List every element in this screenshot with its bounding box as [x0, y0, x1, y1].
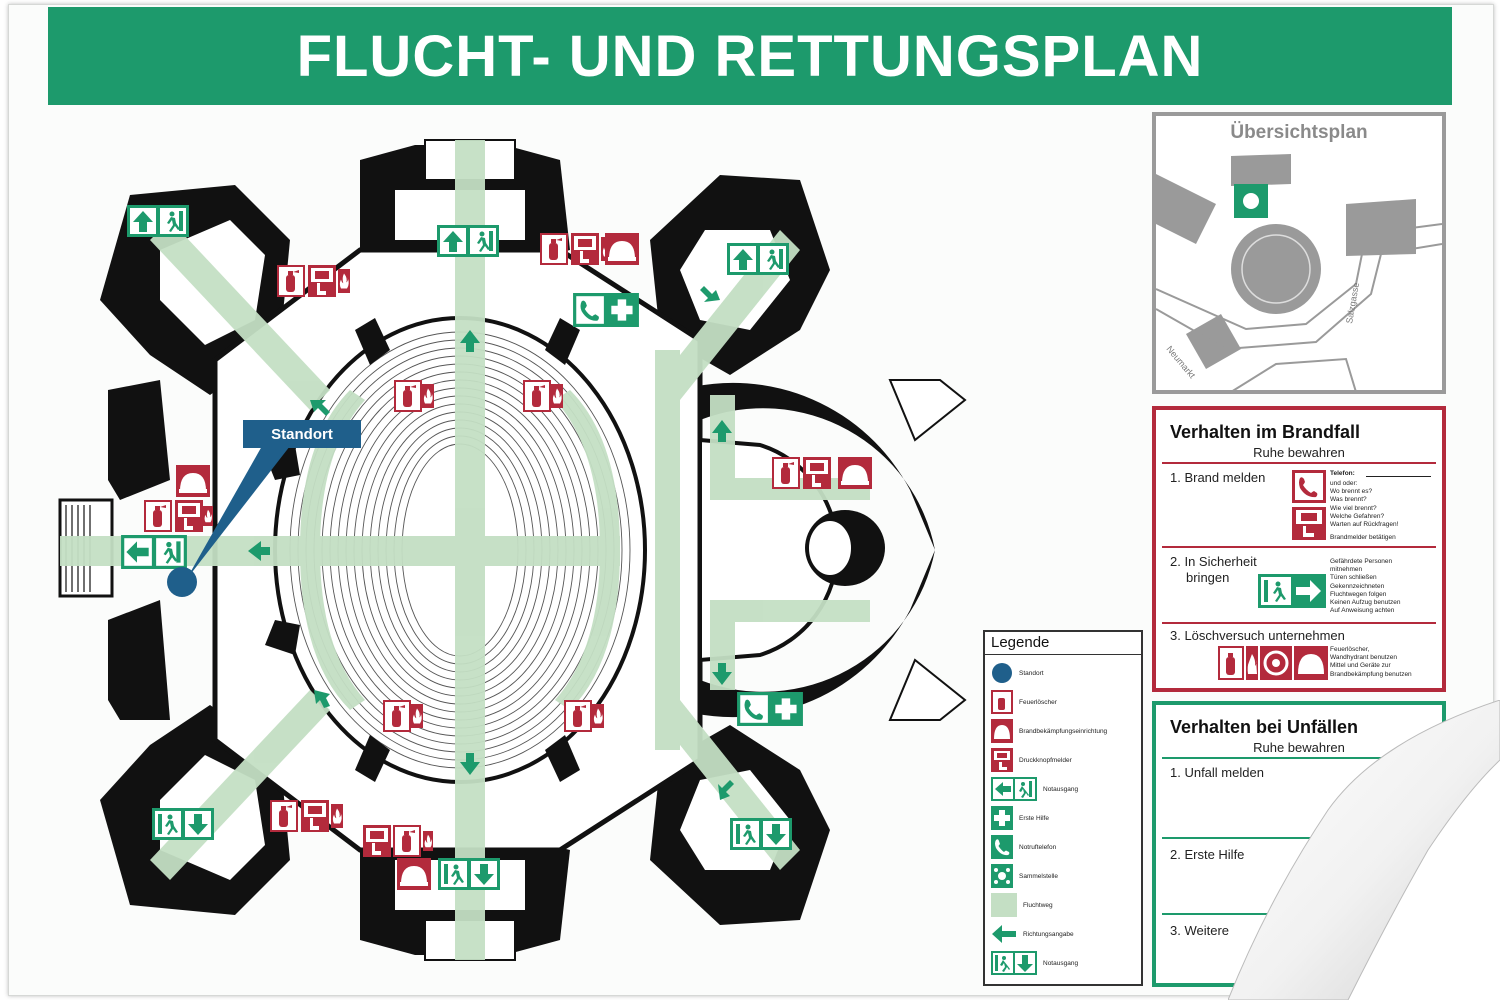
floor-plan — [58, 139, 967, 961]
exit-sign-icon — [727, 243, 789, 275]
legend-item: Erste Hilfe — [991, 806, 1049, 830]
fire-extinguisher-icon — [991, 690, 1013, 714]
fire-step-2a: 2. In Sicherheit — [1170, 554, 1257, 569]
street-salzgasse: Salzgasse — [1344, 282, 1361, 325]
first-aid-sign-icon — [737, 692, 803, 726]
accident-step-2: 2. Erste Hilfe — [1170, 847, 1245, 862]
fire-step-2b: bringen — [1186, 570, 1230, 585]
fire-title: Verhalten im Brandfall — [1170, 422, 1361, 442]
accident-step-3: 3. Weitere — [1170, 923, 1230, 938]
legend-item: Brandbekämpfungseinrichtung — [991, 719, 1107, 743]
street-neumarkt: Neumarkt — [1164, 344, 1197, 381]
fire-report-icons — [1292, 470, 1326, 540]
overview-title: Übersichtsplan — [1230, 122, 1368, 143]
extinguish-icons — [1218, 646, 1328, 680]
emergency-exit-icon — [991, 777, 1037, 801]
first-aid-sign-icon — [573, 293, 639, 327]
fire-subtitle: Ruhe bewahren — [1253, 445, 1345, 460]
exit-sign-icon — [121, 535, 187, 569]
exit-sign-icon — [730, 818, 792, 850]
standort-marker — [167, 567, 197, 597]
emergency-exit-down-icon — [991, 951, 1037, 975]
exit-sign-icon — [437, 225, 499, 257]
exit-sign-right-icon — [1258, 574, 1326, 608]
firefighting-equipment-icon — [991, 719, 1013, 743]
first-aid-icon — [991, 806, 1013, 830]
escape-route-icon — [991, 893, 1017, 917]
plan-title: FLUCHT- UND RETTUNGSPLAN — [296, 23, 1204, 89]
overview-map: Salzgasse Neumarkt — [1156, 154, 1442, 392]
emergency-phone-icon — [991, 835, 1013, 859]
accident-subtitle: Ruhe bewahren — [1253, 740, 1345, 755]
legend-panel: Legende Standort Feuerlöscher Brandbekäm… — [983, 630, 1143, 986]
accident-step-1: 1. Unfall melden — [1170, 765, 1264, 780]
fire-step-1: 1. Brand melden — [1170, 470, 1266, 485]
standort-icon — [992, 663, 1012, 683]
legend-item: Feuerlöscher — [991, 690, 1057, 714]
fire-step-3: 3. Löschversuch unternehmen — [1170, 628, 1345, 643]
page-curl — [1228, 700, 1500, 1000]
exit-sign-icon — [127, 205, 189, 237]
exit-sign-icon — [152, 808, 214, 840]
direction-arrow-icon — [992, 925, 1016, 943]
assembly-point-icon — [991, 864, 1013, 888]
fire-alarm-button-icon — [991, 748, 1013, 772]
legend-item: Richtungsangabe — [991, 922, 1074, 946]
legend-item: Notausgang — [991, 777, 1078, 801]
exit-sign-icon — [438, 858, 500, 890]
legend-item: Notausgang — [991, 951, 1078, 975]
legend-item: Standort — [991, 661, 1044, 685]
alarm-note: Brandmelder betätigen — [1330, 534, 1396, 541]
legend-item: Notruftelefon — [991, 835, 1056, 859]
title-bar: FLUCHT- UND RETTUNGSPLAN — [48, 7, 1452, 105]
legend-title: Legende — [991, 634, 1050, 651]
fire-notes-1: und oder:Wo brennt es?Was brennt?Wie vie… — [1330, 480, 1399, 529]
overview-panel: Übersichtsplan Salzgasse Neumarkt — [1152, 112, 1446, 394]
legend-item: Sammelstelle — [991, 864, 1058, 888]
fire-instructions-panel: Verhalten im Brandfall Ruhe bewahren 1. … — [1152, 406, 1446, 692]
legend-item: Druckknopfmelder — [991, 748, 1072, 772]
standort-label: Standort — [243, 420, 361, 448]
accident-title: Verhalten bei Unfällen — [1170, 717, 1359, 737]
phone-label: Telefon: — [1330, 470, 1355, 477]
legend-item: Fluchtweg — [991, 893, 1053, 917]
